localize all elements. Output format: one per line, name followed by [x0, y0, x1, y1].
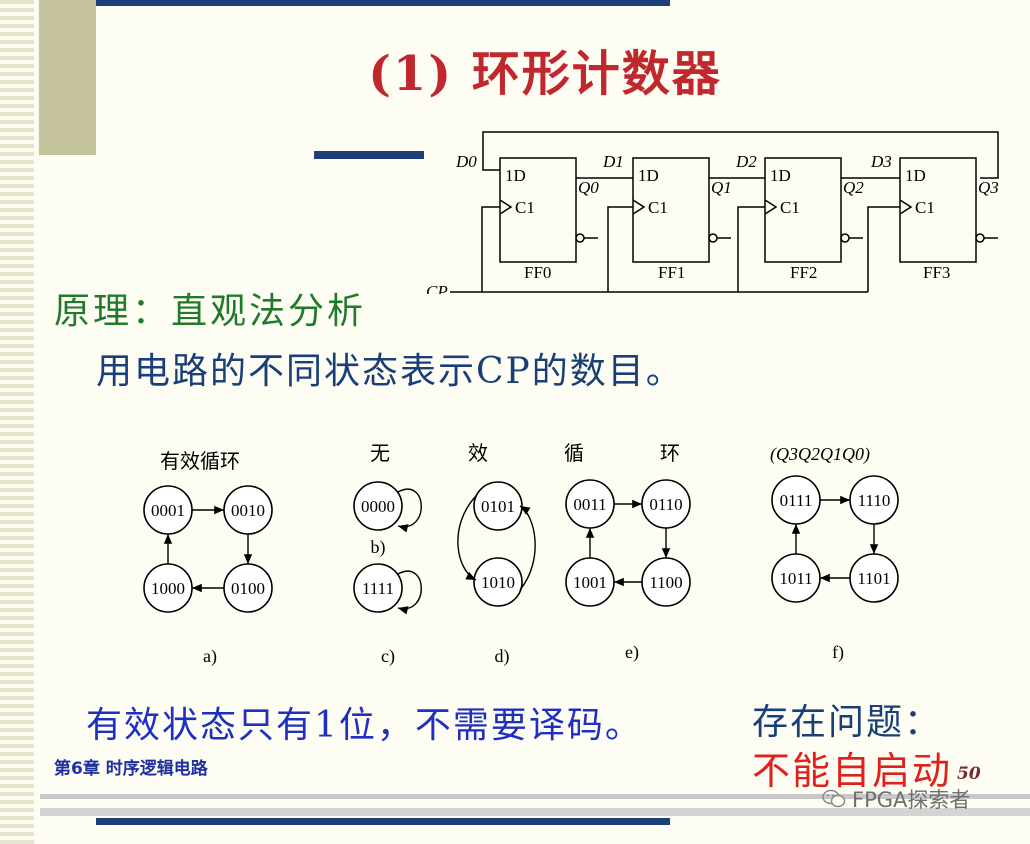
- invalid-label-3: 循: [564, 442, 584, 465]
- watermark-text: FPGA探索者: [852, 788, 971, 812]
- state-a-1000: 1000: [151, 579, 185, 598]
- caption-a: a): [203, 646, 217, 667]
- state-f-0111: 0111: [780, 491, 813, 510]
- ff0-pin-c: C1: [515, 198, 535, 217]
- ff3-pin-d: 1D: [905, 166, 926, 185]
- clock-label: CP: [426, 282, 448, 294]
- ff1-name: FF1: [658, 263, 685, 282]
- ff2-pin-c: C1: [780, 198, 800, 217]
- label-q1: Q1: [711, 178, 732, 197]
- caption-d: d): [495, 646, 510, 667]
- state-c-1111: 1111: [362, 579, 394, 598]
- ff3-name: FF3: [923, 263, 950, 282]
- label-d3: D3: [870, 152, 892, 171]
- slide-title: (1) 环形计数器: [368, 46, 722, 102]
- state-e-0011: 0011: [573, 495, 606, 514]
- bottom-gray-line: [40, 794, 1030, 799]
- state-a-0010: 0010: [231, 501, 265, 520]
- label-q2: Q2: [843, 178, 864, 197]
- principle-heading: 原理：直观法分析: [54, 291, 367, 332]
- invalid-label-1: 无: [370, 443, 390, 465]
- watermark: FPGA探索者: [822, 784, 970, 814]
- state-e-0110: 0110: [649, 495, 682, 514]
- ff0-pin-d: 1D: [505, 166, 526, 185]
- bottom-gray-bar: [40, 808, 1030, 816]
- label-q3: Q3: [978, 178, 999, 197]
- label-d1: D1: [602, 152, 624, 171]
- state-f-1110: 1110: [858, 491, 891, 510]
- state-e-1001: 1001: [573, 573, 607, 592]
- summary-text: 有效状态只有1位，不需要译码。: [86, 705, 643, 746]
- left-stripe-decoration: [0, 0, 34, 844]
- state-f-1011: 1011: [779, 569, 812, 588]
- page-number: 50: [957, 764, 981, 784]
- state-f-1101: 1101: [857, 569, 890, 588]
- caption-f: f): [832, 642, 844, 663]
- ff3-pin-c: C1: [915, 198, 935, 217]
- description-text: 用电路的不同状态表示CP的数目。: [96, 351, 684, 392]
- state-a-0100: 0100: [231, 579, 265, 598]
- ring-counter-circuit: 1D 1D 1D 1D C1 C1 C1 C1 D0 D1 D2 D3 Q0 Q…: [426, 131, 999, 294]
- state-b-0000: 0000: [361, 497, 395, 516]
- problem-text: 不能自启动: [752, 749, 953, 793]
- state-d-1010: 1010: [481, 573, 515, 592]
- label-q0: Q0: [578, 178, 599, 197]
- bottom-bar-decoration: [96, 818, 670, 825]
- state-d-0101: 0101: [481, 497, 515, 516]
- state-diagrams: 有效循环 无 效 循 环 (Q3Q2Q1Q0) 0: [143, 442, 899, 667]
- state-e-1100: 1100: [649, 573, 682, 592]
- olive-block-decoration: [39, 0, 96, 155]
- ff1-pin-c: C1: [648, 198, 668, 217]
- label-d0: D0: [455, 152, 477, 171]
- state-order-label: (Q3Q2Q1Q0): [770, 444, 870, 465]
- label-d2: D2: [735, 152, 757, 171]
- ff2-name: FF2: [790, 263, 817, 282]
- problem-label: 存在问题：: [752, 702, 943, 743]
- wechat-icon: [822, 789, 846, 808]
- top-bar-decoration: [96, 0, 670, 6]
- chapter-footer: 第6章 时序逻辑电路: [54, 759, 208, 779]
- caption-e: e): [625, 642, 639, 663]
- invalid-label-4: 环: [660, 443, 680, 465]
- state-a-0001: 0001: [151, 501, 185, 520]
- caption-b: b): [371, 537, 386, 558]
- invalid-label-2: 效: [468, 442, 488, 465]
- mid-bar-decoration: [314, 151, 424, 159]
- ff2-pin-d: 1D: [770, 166, 791, 185]
- caption-c: c): [381, 646, 395, 667]
- ff1-pin-d: 1D: [638, 166, 659, 185]
- ff0-name: FF0: [524, 263, 551, 282]
- valid-cycle-label: 有效循环: [160, 450, 240, 473]
